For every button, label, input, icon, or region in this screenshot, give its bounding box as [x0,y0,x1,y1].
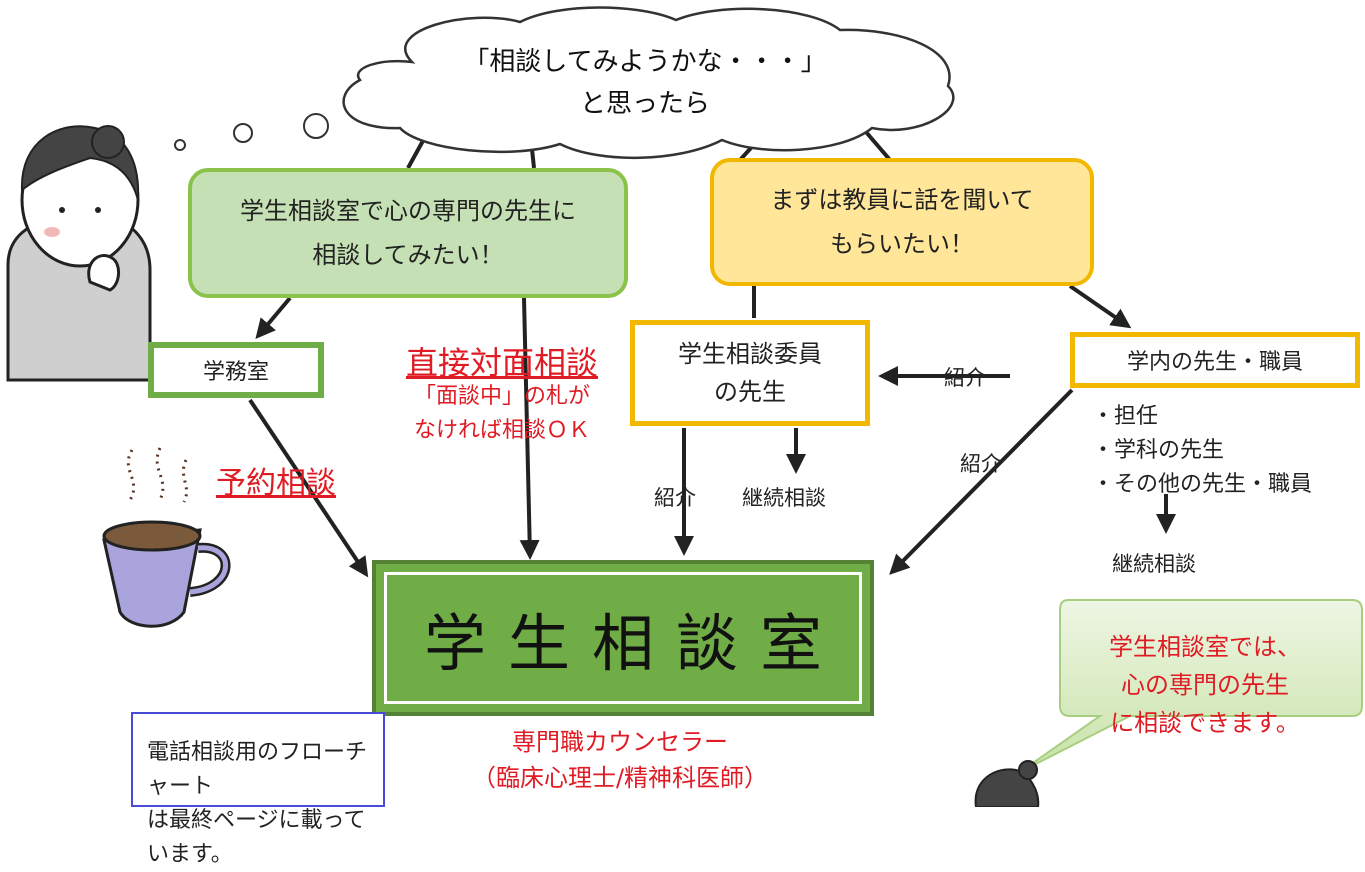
speech-bubble-text: 学生相談室では、 心の専門の先生 に相談できます。 [1060,628,1350,742]
committee-teacher-line-1: 学生相談委員 [678,340,822,368]
counselor-line-1: 専門職カウンセラー [512,728,728,756]
arrow-green-to-gakumu [255,296,292,340]
committee-teacher-box: 学生相談委員 の先生 [630,320,870,426]
thinking-woman-illustration [6,125,152,382]
reservation-consultation-label: 予約相談 [216,466,336,501]
student-counseling-room-box: 学生相談室 [372,560,874,716]
staff-list: ・担任 ・学科の先生 ・その他の先生・職員 [1092,400,1312,502]
campus-staff-label: 学内の先生・職員 [1126,350,1303,375]
thought-dot-large [303,113,329,139]
direct-note-line-2: なければ相談ＯＫ [413,418,590,443]
talk-to-teacher-line-2: もらいたい！ [830,230,974,258]
arrow-staff-to-main [889,388,1074,575]
counselor-line-2: （臨床心理士/精神科医師） [471,764,769,792]
bubble-line-3: に相談できます。 [1110,709,1300,737]
cloud-text: 「相談してみようかな・・・」 と思ったら [420,38,870,128]
staff-list-item: ・担任 [1092,404,1159,429]
thought-dot-small [174,139,186,151]
bubble-line-2: 心の専門の先生 [1121,671,1289,699]
staff-list-item: ・学科の先生 [1092,438,1225,463]
line-cloud-to-yellow-right [864,130,892,162]
academic-affairs-label: 学務室 [202,360,269,385]
want-counselor-line-1: 学生相談室で心の専門の先生に [240,197,576,225]
talk-to-teacher-line-1: まずは教員に話を聞いて [770,186,1034,214]
continued-consultation-label-right: 継続相談 [1112,552,1196,576]
arrow-direct-to-main [519,297,540,560]
committee-teacher-line-2: の先生 [714,378,786,406]
woman-head-illustration [974,760,1040,807]
phone-note-line-2: は最終ページに載っています。 [147,808,366,867]
academic-affairs-box: 学務室 [148,342,324,398]
referral-label-under: 紹介 [654,486,696,510]
student-counseling-room-title: 学生相談室 [423,607,844,680]
student-counseling-room-inner-frame: 学生相談室 [384,572,862,704]
continued-consultation-label: 継続相談 [742,486,826,510]
talk-to-teacher-box: まずは教員に話を聞いて もらいたい！ [710,158,1094,286]
connectors [248,127,1176,578]
counselor-caption: 専門職カウンセラー （臨床心理士/精神科医師） [430,724,810,796]
want-counselor-box: 学生相談室で心の専門の先生に 相談してみたい！ [188,168,628,298]
direct-consultation-title: 直接対面相談 [405,344,598,382]
thought-dot-medium [233,123,253,143]
flow-diagram-canvas [6,6,1363,807]
want-counselor-line-2: 相談してみたい！ [312,241,504,269]
phone-flowchart-note: 電話相談用のフローチャート は最終ページに載っています。 [131,712,385,867]
direct-consultation-note: 「面談中」の札が なければ相談ＯＫ [378,380,626,448]
direct-note-line-1: 「面談中」の札が [413,384,590,409]
campus-staff-box: 学内の先生・職員 [1070,332,1360,388]
arrow-yellow-to-staff [1068,284,1132,329]
phone-note-line-1: 電話相談用のフローチャート [147,740,368,799]
coffee-cup-illustration [102,447,231,628]
thought-cloud [174,6,955,159]
cloud-line-1: 「相談してみようかな・・・」 [463,47,827,77]
cloud-line-2: と思ったら [579,89,710,119]
bubble-line-1: 学生相談室では、 [1109,633,1301,661]
referral-label-right: 紹介 [960,452,1002,476]
arrow-gakumu-to-main [248,398,369,578]
staff-list-item: ・その他の先生・職員 [1092,472,1313,497]
referral-label-top: 紹介 [944,366,986,390]
speech-bubble-shape [1019,599,1363,773]
